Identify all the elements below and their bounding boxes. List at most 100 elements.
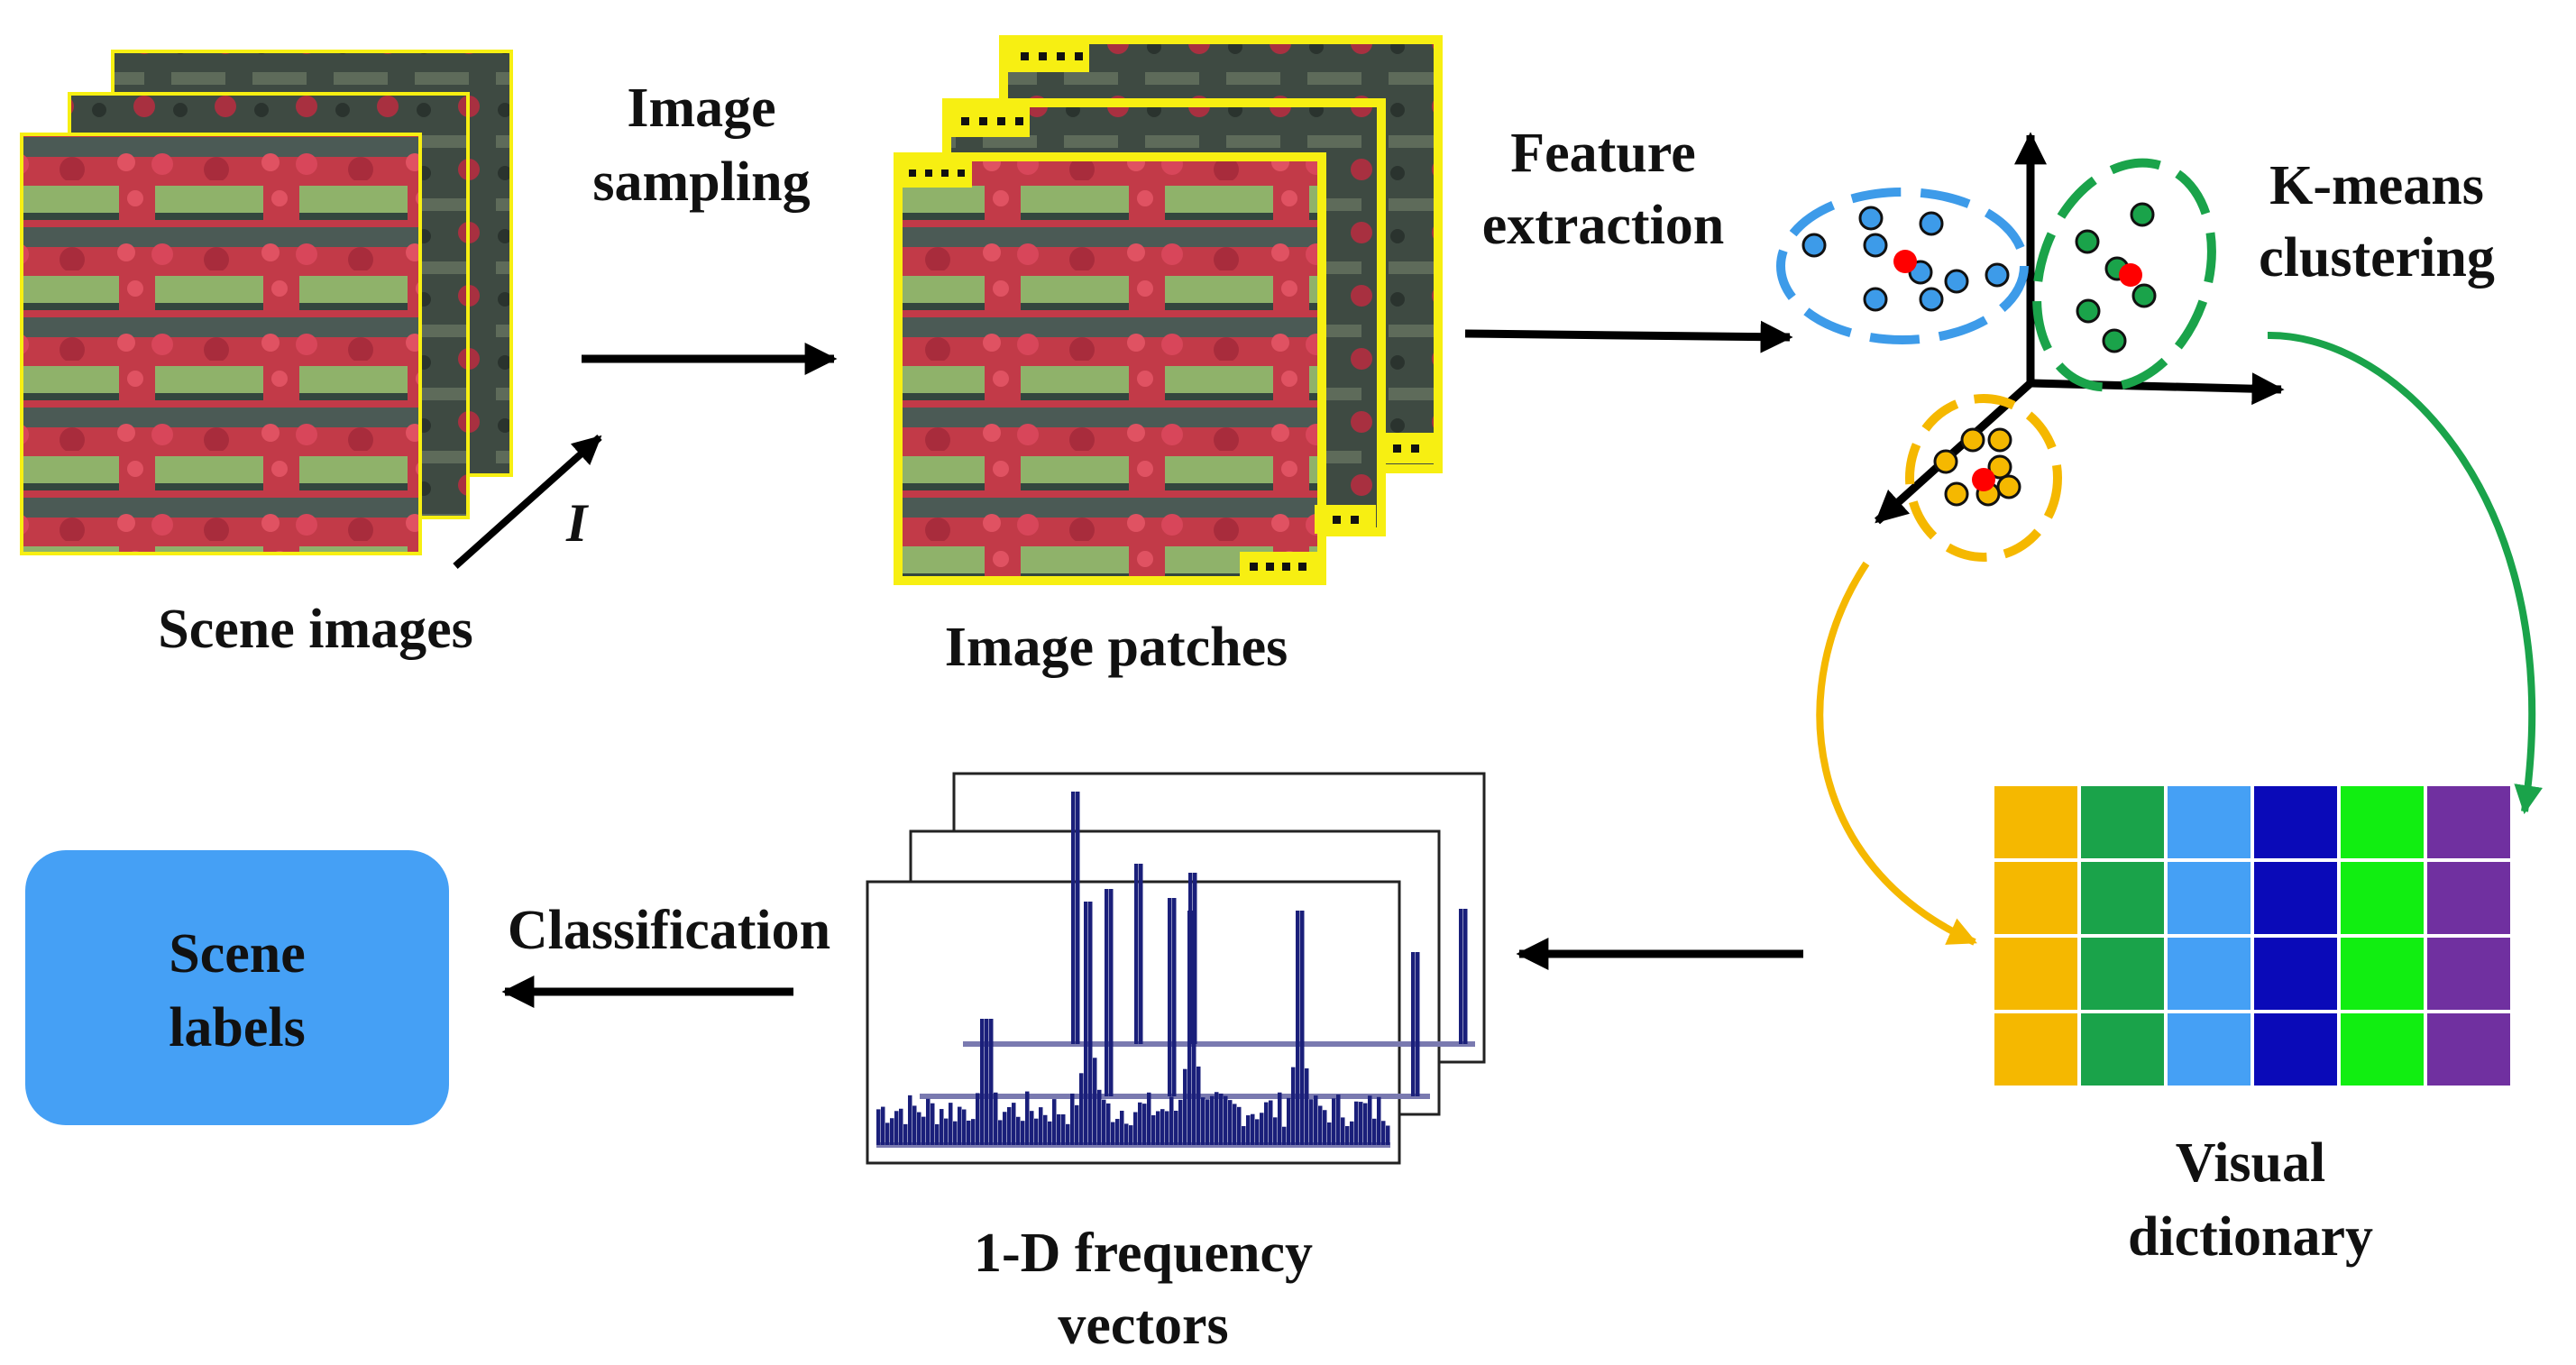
histogram-bar — [1021, 1121, 1025, 1145]
dictionary-cell — [2427, 938, 2510, 1010]
dictionary-cell — [1994, 1013, 2077, 1086]
scene-images-stack — [20, 50, 513, 555]
histogram-bar — [921, 1116, 926, 1145]
histogram-bar — [1124, 1123, 1129, 1145]
histogram-bar — [1233, 1104, 1237, 1145]
histogram-bar — [1070, 1093, 1075, 1145]
histogram-bar — [1318, 1105, 1323, 1145]
histogram-bar — [926, 1098, 930, 1145]
histogram-middle-bars — [920, 889, 1430, 1099]
dictionary-cell — [2254, 938, 2337, 1010]
histogram-bar — [1251, 1113, 1255, 1145]
histogram-bar — [1264, 1102, 1269, 1145]
histogram-bar — [940, 1109, 944, 1145]
histogram-bar — [930, 1103, 935, 1145]
histogram-bar — [1071, 792, 1076, 1044]
histogram-bar — [1093, 1058, 1097, 1145]
histogram-bar — [1039, 1107, 1043, 1145]
histogram-bar — [1305, 1068, 1309, 1145]
dictionary-cell — [2254, 862, 2337, 934]
dictionary-cell — [2168, 786, 2251, 858]
cluster-orange-centroid — [1972, 468, 1995, 491]
dictionary-cell — [2081, 1013, 2164, 1086]
histogram-bar — [1174, 1110, 1178, 1145]
histogram-bar — [1115, 1119, 1120, 1145]
orange-cluster-to-dictionary-arrow — [1816, 561, 1977, 946]
scene-labels-line2: labels — [169, 997, 306, 1058]
histogram-bar — [899, 1108, 903, 1145]
histogram-bar — [1336, 1095, 1341, 1145]
histogram-bar — [1368, 1095, 1372, 1145]
histogram-bar — [1134, 864, 1139, 1044]
histogram-stack — [866, 772, 1486, 1165]
histogram-bar — [1111, 1122, 1115, 1145]
visual-dictionary-label-line1: Visual — [2176, 1132, 2326, 1194]
histogram-bar — [1160, 1109, 1165, 1145]
cluster-orange-boundary — [1905, 394, 2062, 562]
dictionary-cell — [2427, 862, 2510, 934]
histogram-bar — [1246, 1115, 1251, 1145]
histogram-bar — [1215, 1092, 1219, 1145]
frequency-vectors-label-line1: 1-D frequency — [974, 1223, 1313, 1284]
scene-labels-box — [25, 850, 449, 1125]
histogram-bar — [1151, 1115, 1156, 1145]
histogram-bar — [1327, 1122, 1332, 1145]
histogram-bar — [1192, 911, 1196, 1145]
histogram-bar — [1341, 1117, 1345, 1145]
histogram-bar — [985, 1019, 989, 1145]
histogram-bar — [1196, 1066, 1201, 1145]
dictionary-cell — [2254, 786, 2337, 858]
histogram-bar — [1291, 1067, 1296, 1145]
dictionary-cell — [2168, 1013, 2251, 1086]
histogram-bar — [1030, 1111, 1034, 1145]
histogram-bar — [1088, 902, 1093, 1145]
histogram-bar — [1386, 1125, 1390, 1145]
histogram-bar — [1052, 1099, 1057, 1145]
histogram-bar — [1363, 1103, 1368, 1145]
histogram-bar — [1057, 1113, 1061, 1145]
histogram-bar — [1076, 792, 1080, 1044]
feature-extraction-arrow — [1464, 320, 1793, 353]
image-patch-front — [894, 152, 1326, 585]
dictionary-cell — [2081, 938, 2164, 1010]
histogram-bar — [962, 1109, 967, 1145]
histogram-bar — [1120, 1110, 1124, 1145]
histogram-bar — [1075, 1104, 1079, 1145]
histogram-bar — [1105, 889, 1109, 1096]
dictionary-cell — [2341, 786, 2424, 858]
histogram-bar — [1106, 1103, 1111, 1145]
histogram-bar — [1201, 1097, 1205, 1145]
histogram-bar — [1228, 1100, 1233, 1145]
histogram-bar — [935, 1123, 940, 1145]
histogram-bar — [1224, 1095, 1228, 1145]
histogram-bar — [1359, 1102, 1363, 1145]
cluster-blue — [1776, 188, 2029, 344]
visual-dictionary-label-line2: dictionary — [2128, 1206, 2373, 1268]
histogram-bar — [1345, 1126, 1350, 1145]
histogram-front-bars — [876, 902, 1390, 1148]
histogram-bar — [881, 1106, 885, 1145]
histogram-bar — [1079, 1073, 1084, 1145]
histogram-bar — [1012, 1103, 1016, 1145]
feature-extraction-label-line1: Feature — [1510, 123, 1695, 184]
histogram-bar — [944, 1118, 949, 1145]
histogram-bar — [1237, 1106, 1242, 1145]
classification-label: Classification — [508, 900, 830, 961]
histogram-bar — [890, 1118, 894, 1145]
visual-dictionary-grid — [1994, 786, 2510, 1086]
histogram-bar — [1003, 1112, 1007, 1145]
histogram-bar — [912, 1105, 917, 1145]
histogram-bar — [1300, 911, 1305, 1145]
histogram-bar — [971, 1119, 976, 1145]
histogram-bar — [1309, 1099, 1314, 1145]
image-sampling-label-line1: Image — [627, 78, 775, 139]
histogram-bar — [1097, 1089, 1102, 1145]
histogram-bar — [998, 1120, 1003, 1145]
stack-axis-arrow — [453, 435, 602, 569]
cluster-green-boundary — [2032, 158, 2216, 392]
histogram-bar — [1048, 1121, 1052, 1145]
dictionary-cell — [2081, 786, 2164, 858]
cluster-green — [2032, 158, 2216, 392]
cluster-blue-boundary — [1776, 188, 2029, 344]
